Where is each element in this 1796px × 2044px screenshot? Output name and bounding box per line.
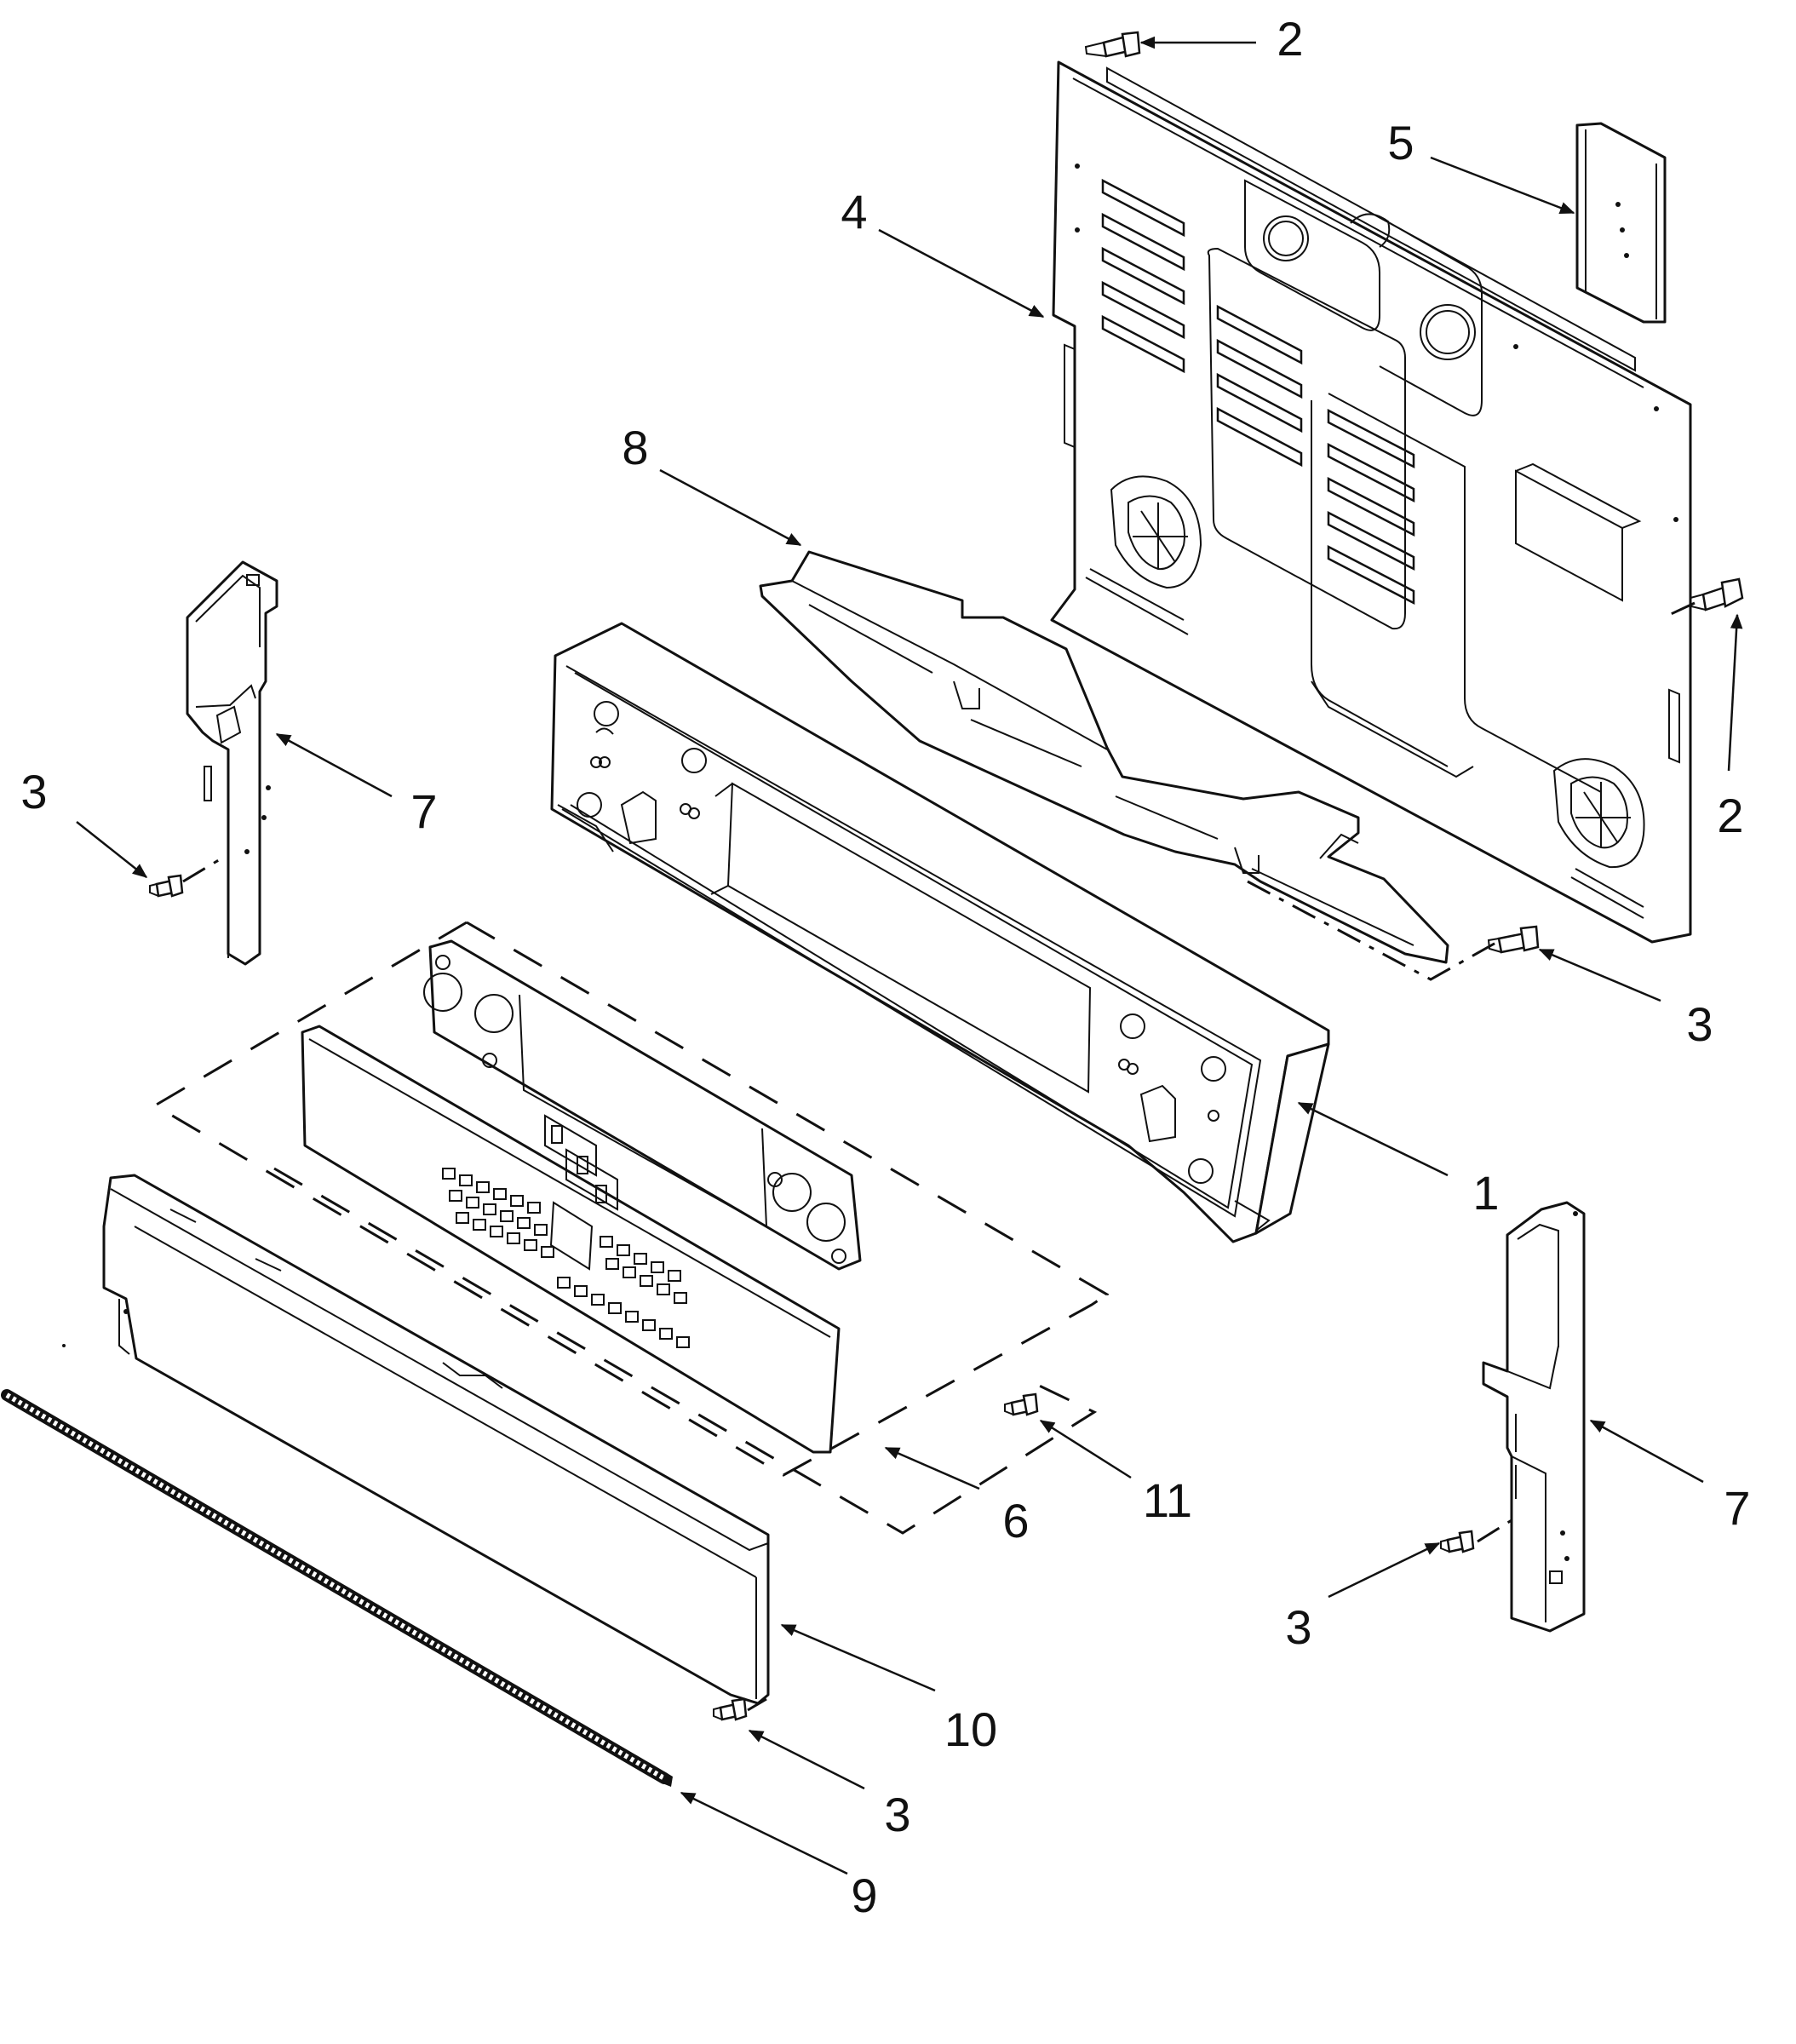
screws	[149, 31, 1744, 1721]
callout-3-right-top: 3	[1686, 997, 1713, 1051]
screw-2-right	[1689, 577, 1744, 611]
callout-labels: 2 5 4 8 2 7 3 3 1 6 11 7 3 10 3 9	[20, 12, 1750, 1922]
rear-panel-emboss-left	[1110, 475, 1202, 589]
control-assembly-part-6	[152, 921, 1110, 1535]
callout-3-bottom: 3	[884, 1788, 910, 1841]
screw-3-bottom	[713, 1697, 748, 1721]
screw-3-right-bracket	[1440, 1530, 1475, 1553]
seal-strip-part-9	[1, 1389, 673, 1787]
rear-panel-emboss-right	[1552, 758, 1645, 869]
rear-panel-vents-left	[1101, 178, 1303, 468]
front-trim-part-10	[102, 1174, 770, 1705]
callout-2-top: 2	[1277, 12, 1303, 66]
callout-7-left: 7	[410, 784, 437, 838]
keypad	[442, 1168, 690, 1348]
callout-4: 4	[841, 185, 867, 238]
screw-2-top	[1084, 31, 1141, 58]
control-panel-housing-part-1	[550, 622, 1330, 1243]
callout-5: 5	[1387, 116, 1414, 169]
screw-axis-lines	[182, 601, 1696, 1712]
callout-2-right: 2	[1717, 789, 1743, 842]
side-bracket-part-7-left	[186, 560, 278, 966]
screw-3-trim	[1487, 925, 1540, 954]
screw-11	[1004, 1392, 1039, 1416]
leader-lines	[76, 36, 1743, 1875]
screw-3-left-bracket	[149, 874, 184, 898]
rear-panel-part-4	[1050, 60, 1692, 944]
side-bracket-part-7-right	[1482, 1201, 1586, 1633]
rear-panel-vents-center	[1327, 408, 1415, 606]
trim-strip-part-8	[759, 550, 1449, 964]
callout-1: 1	[1472, 1166, 1499, 1220]
callout-10: 10	[944, 1702, 997, 1756]
callout-6: 6	[1002, 1494, 1029, 1547]
callout-9: 9	[851, 1869, 877, 1922]
callout-8: 8	[622, 421, 648, 474]
callout-3-left: 3	[20, 765, 47, 818]
callout-3-right-bottom: 3	[1285, 1600, 1311, 1654]
callout-7-right: 7	[1724, 1481, 1750, 1535]
bracket-part-5	[1575, 122, 1667, 324]
callout-11: 11	[1143, 1473, 1192, 1527]
